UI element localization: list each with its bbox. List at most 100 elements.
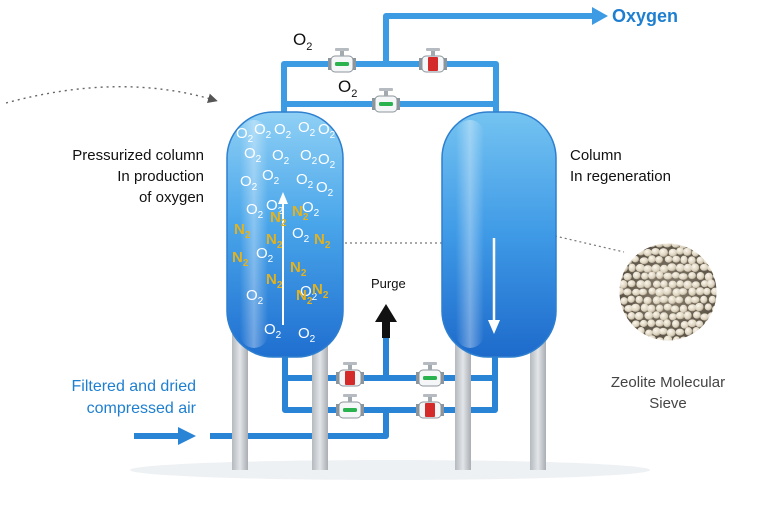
zeolite-pellet: [675, 328, 685, 336]
zeolite-pellet: [669, 313, 677, 321]
zeolite-pellet: [645, 329, 653, 337]
zeolite-pellet: [651, 264, 661, 273]
valve-closed[interactable]: [416, 394, 444, 419]
zeolite-pellet: [653, 280, 661, 288]
zeolite-pellet: [619, 280, 628, 289]
zeolite-pellet: [676, 280, 684, 288]
zeolite-pellet: [618, 255, 624, 264]
zeolite-pellet: [687, 304, 697, 312]
zeolite-pellet: [668, 295, 677, 305]
purge-label: Purge: [371, 276, 406, 291]
zeolite-pellet: [676, 247, 684, 255]
zeolite-pellet: [639, 319, 648, 328]
zeolite-pellet: [655, 319, 664, 327]
zeolite-pellet: [683, 280, 693, 290]
zeolite-pellet: [623, 337, 632, 342]
zeolite-pellet: [691, 281, 700, 289]
zeolite-pellet: [663, 319, 671, 328]
zeolite-pellet: [635, 263, 645, 273]
flow-arrow-up: [278, 192, 288, 325]
zeolite-pellet: [647, 319, 656, 328]
zeolite-pellet: [623, 273, 632, 281]
right-column-label: Column In regeneration: [570, 145, 720, 187]
zeolite-pellet: [632, 242, 641, 249]
o2-label-top: O2: [293, 30, 312, 53]
zeolite-pellet: [648, 271, 656, 280]
zeolite-pellet: [641, 272, 649, 280]
valve-closed[interactable]: [419, 48, 447, 73]
zeolite-pellet: [675, 296, 684, 304]
zeolite-pellet: [663, 272, 673, 280]
zeolite-pellet: [695, 302, 704, 312]
zeolite-pellet: [644, 311, 654, 320]
zeolite-pellet: [688, 272, 696, 280]
zeolite-pellet: [714, 248, 718, 257]
zeolite-pellet: [691, 263, 700, 273]
zeolite-pellet: [635, 295, 643, 304]
o2-label-mid: O2: [338, 77, 357, 100]
zeolite-pellet: [648, 255, 656, 263]
valve-open[interactable]: [328, 48, 356, 73]
valve-open[interactable]: [372, 88, 400, 113]
zeolite-pellet: [638, 288, 648, 296]
zeolite-pellet: [659, 264, 669, 274]
zeolite-pellet: [647, 304, 656, 313]
valve-open[interactable]: [416, 362, 444, 387]
zeolite-pellet: [668, 280, 677, 289]
zeolite-pellet: [684, 327, 693, 336]
zeolite-pellet: [632, 271, 641, 280]
zeolite-pellet: [666, 328, 676, 337]
zeolite-pellet: [712, 320, 718, 329]
zeolite-pellet: [631, 320, 640, 328]
inlet-label-line1: Filtered and dried: [71, 378, 196, 395]
inlet-label-line2: compressed air: [86, 400, 196, 417]
zeolite-pellet: [688, 287, 697, 297]
zeolite-pellet: [696, 272, 705, 280]
leader-line-sieve: [554, 235, 625, 253]
zeolite-pellet: [643, 265, 653, 273]
zeolite-pellet: [659, 295, 669, 304]
zeolite-pellet: [656, 304, 664, 313]
zeolite-pellet: [636, 280, 646, 289]
sieve-label: Zeolite Molecular Sieve: [580, 372, 756, 414]
zeolite-pellet: [703, 287, 711, 296]
zeolite-pellet: [695, 287, 705, 296]
zeolite-pellet: [693, 311, 701, 319]
bottom-piping: [210, 338, 498, 439]
zeolite-pellet: [648, 287, 656, 295]
purge-arrow: [375, 304, 397, 338]
floor-shadow: [130, 460, 650, 480]
zeolite-pellet: [715, 327, 718, 335]
inlet-arrow-head: [178, 427, 196, 445]
valve-closed[interactable]: [336, 362, 364, 387]
sieve-label-line2: Sieve: [649, 395, 687, 412]
zeolite-pellet: [701, 280, 709, 288]
zeolite-pellet: [655, 256, 663, 264]
zeolite-pellet: [618, 287, 625, 295]
zeolite-pellet: [704, 336, 713, 342]
zeolite-pellet: [618, 336, 624, 342]
flow-arrow-down: [488, 238, 500, 334]
left-column-label-line1: Pressurized column: [72, 147, 204, 164]
zeolite-pellet: [671, 272, 680, 279]
zeolite-pellet: [690, 296, 700, 304]
zeolite-pellet: [680, 321, 689, 329]
zeolite-pellet: [651, 248, 660, 255]
zeolite-pellet: [627, 295, 635, 303]
oxygen-arrow-head: [592, 7, 608, 25]
zeolite-pellet: [711, 255, 718, 264]
zeolite-pellet: [659, 248, 668, 257]
zeolite-pellet: [675, 263, 685, 272]
zeolite-pellet: [684, 296, 693, 305]
zeolite-pellet: [711, 242, 718, 248]
zeolite-pellet: [700, 313, 710, 321]
valves-layer: [328, 48, 447, 419]
zeolite-pellet: [631, 303, 641, 312]
zeolite-pellet: [704, 272, 713, 282]
zeolite-pellet: [632, 288, 641, 296]
valve-open[interactable]: [336, 394, 364, 419]
zeolite-pellet: [668, 248, 678, 257]
zeolite-pellet: [707, 279, 715, 289]
